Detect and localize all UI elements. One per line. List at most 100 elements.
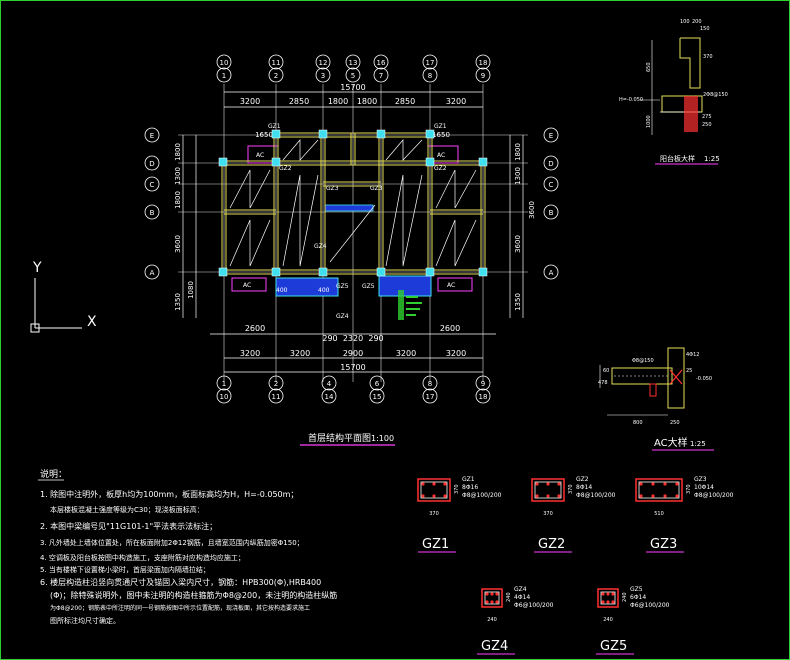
gz5-bar [611,592,615,596]
axis-row-right-c: C [549,181,554,189]
gz2-outline [531,478,565,502]
dim-top-1: 3200 [240,97,260,106]
axis-row-right-b: B [549,209,554,217]
ac-dim-3: -0.050 [696,376,712,382]
note-6c: 为Φ8@200；钢筋表中所注明的同一号钢筋按图中所示位置配筋，现浇板面，其它按构… [50,604,310,612]
gz2-bar [535,482,539,486]
ac-dim-4: 60 [603,368,609,374]
axis-row-left-b: B [150,209,155,217]
note-6: 6. 楼层构造柱沿竖向贯通尺寸及锚固入梁内尺寸，钢筋：HPB300(Φ),HRB… [40,577,321,587]
notes-block: 说明： 1. 除图中注明外，板厚h均为100mm，板面标高均为H，H=-0.05… [38,468,337,625]
dim-top-6: 3200 [446,97,466,106]
dim-bottom-total: 15700 [340,363,365,372]
slab-markers [229,139,477,267]
balcony-dim-5: H=-0.050 [619,97,643,103]
gz3-bar [651,482,655,486]
dim-top-total: 15700 [340,83,365,92]
dim-right-5: 1350 [514,293,522,311]
gz5-height-label: 240 [622,592,628,602]
dim-bottom-4: 3200 [396,349,416,358]
balcony-detail-scale: 1:25 [704,155,720,163]
axis-bot-u-3: 4 [327,380,332,388]
gz2-bar [535,494,539,498]
notes-heading: 说明： [40,468,67,480]
gz5-bar [611,600,615,604]
gz3-bar [675,494,679,498]
gz3-stirrup-label: Φ8@100/200 [694,492,734,499]
axis-top-l-3: 3 [321,72,325,80]
dim-top-4: 1800 [357,97,377,106]
dim-right-2: 1300 [514,167,522,185]
dim-b2-4: 290 [368,334,383,343]
gz2-width-label: 370 [543,511,553,517]
dim-bottom-1: 3200 [240,349,260,358]
balcony-dim-1: 100 [680,19,690,25]
gz5-name-label: GZ5 [630,586,643,593]
axis-bot-u-4: 6 [375,380,380,388]
slab-label-2: 400 [318,287,330,294]
ac-dim-7: 250 [670,420,680,426]
ac-label-3: AC [243,282,251,289]
gz1-bar [432,494,436,498]
dim-top-3: 1800 [328,97,348,106]
gz1-bar [421,482,425,486]
gz-label-5: GZ3 [326,185,339,192]
axis-row-right-d: D [548,160,553,168]
balcony-dim-6: 1000 [646,115,652,128]
gz1-main-rebar: 8Φ16 [462,484,478,491]
axis-top-l-4: 5 [351,72,355,80]
axis-row-left-d: D [149,160,154,168]
gz1-bar [421,494,425,498]
ucs-y-label: Y [32,260,42,276]
gz2-stirrup [534,481,562,499]
gz5-title: GZ5 [600,639,627,654]
dim-left-6: 1080 [187,281,195,299]
gz5-bar [601,600,605,604]
gz-label-1: GZ1 [268,123,281,130]
dim-right-1: 1800 [514,143,522,161]
ac-dim-5: 478 [598,380,608,386]
balcony-dim-9: 150 [700,26,710,32]
gz3-name-label: GZ3 [694,476,707,483]
gz3-width-label: 510 [654,511,664,517]
axis-top-l-5: 7 [379,72,383,80]
gz1-bar [432,482,436,486]
plan-title: 首层结构平面图 [308,432,371,444]
gz-label-10: GZ5 [362,283,375,290]
dim-top-5: 2850 [395,97,415,106]
axis-bubble-texts: 10 11 12 13 16 17 18 1 2 3 5 7 8 9 1 2 4… [149,59,553,401]
gz4-bar [495,592,499,596]
gz2-name-label: GZ2 [576,476,589,483]
gz-label-7: GZ4 [314,243,327,250]
dim-lines-top [224,91,483,108]
dim-1650-left: 1650 [255,131,273,139]
dim-left-3: 1800 [174,191,182,209]
gz3-height-label: 370 [686,484,692,494]
note-6b: (Φ)；除特殊说明外，图中未注明的构造柱箍筋为Φ8@200，未注明的构造柱纵筋 [50,590,337,600]
gz3-main-rebar: 10Φ14 [694,484,714,491]
ac-label-2: AC [437,152,445,159]
note-3: 3. 凡外墙处上墙体位置处，所在板面附加2Φ12钢筋，且墙宽范围内纵筋加密Φ15… [40,538,304,547]
gz4-name-label: GZ4 [514,586,527,593]
gz4-title: GZ4 [481,639,508,654]
gz4-width-label: 240 [487,617,497,623]
note-4: 4. 空调板及阳台板按图中构造施工，支座附筋对应构造均应施工； [40,553,245,562]
axis-bot-l-5: 17 [426,393,435,401]
note-1: 1. 除图中注明外，板厚h均为100mm，板面标高均为H，H=-0.050m； [40,489,298,499]
axis-bot-l-3: 14 [325,393,334,401]
axis-bubbles [144,54,559,404]
gz5-outline [597,588,619,608]
ac-detail: 4Φ12 Φ8@150 -0.050 60 478 800 250 25 AC大… [598,347,714,451]
gz2-bar [546,494,550,498]
axis-bot-u-5: 8 [428,380,432,388]
gz1-name-label: GZ1 [462,476,475,483]
gz2-bar [557,482,561,486]
balcony-dim-2: 200 [692,19,702,25]
gz-label-4: GZ2 [434,165,447,172]
axis-row-left-c: C [150,181,155,189]
axis-bot-u-2: 2 [274,380,278,388]
gz3-stirrup [638,481,680,499]
gz4-bar [485,600,489,604]
balcony-detail: 100 200 370 650 H=-0.050 1000 275 250 15… [619,19,728,165]
